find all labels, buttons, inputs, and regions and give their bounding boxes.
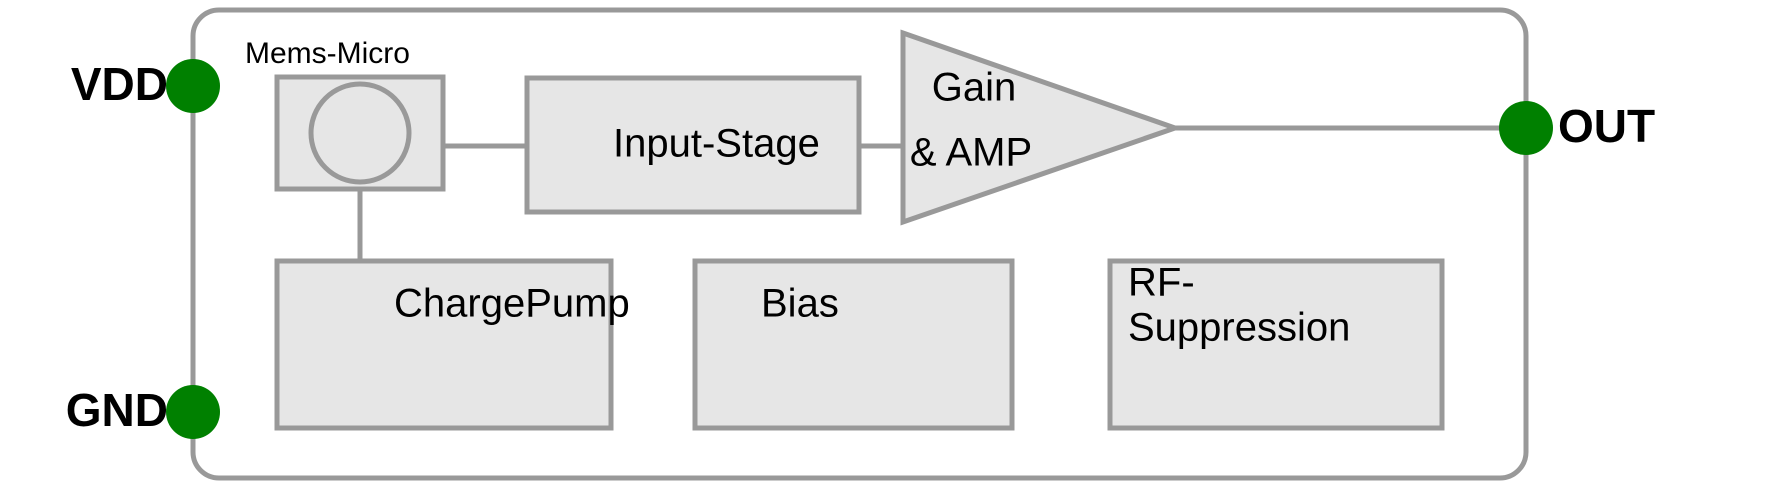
block-input-stage[interactable] [524,75,862,215]
block-label-gain-amp-line1: Gain [932,66,1017,110]
block-label-input-stage: Input-Stage [613,122,820,166]
package-outline [190,7,1529,481]
pin-label-out: OUT [1558,100,1655,152]
block-label-bias: Bias [761,282,839,326]
block-gain-amp[interactable] [900,29,1183,226]
block-charge-pump[interactable] [274,258,614,431]
pin-dot-vdd[interactable] [166,59,220,113]
pin-label-vdd: VDD [71,58,168,110]
pin-dot-gnd[interactable] [166,385,220,439]
block-label-gain-amp-line2: & AMP [910,131,1032,175]
microphone-capsule-icon [308,81,412,185]
block-rf-suppression[interactable] [1107,258,1445,431]
block-bias[interactable] [692,258,1015,431]
block-label-rf-suppression-line2: Suppression [1128,306,1350,350]
block-label-charge-pump: ChargePump [394,282,630,326]
pin-label-gnd: GND [66,384,168,436]
block-label-mems-micro: Mems-Micro [245,37,410,70]
block-label-rf-suppression-line1: RF- [1128,261,1195,305]
pin-dot-out[interactable] [1499,101,1553,155]
